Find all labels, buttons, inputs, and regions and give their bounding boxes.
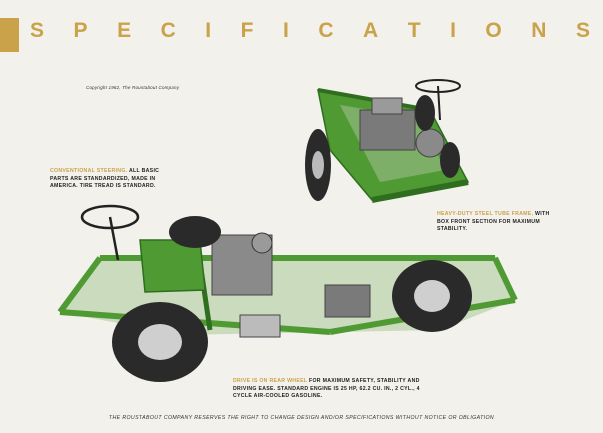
title-letter: C bbox=[160, 19, 176, 42]
page-title: S P E C I F I C A T I O N S bbox=[30, 18, 590, 44]
title-letter: P bbox=[73, 19, 88, 42]
caption-body: FOR MAXIMUM SAFETY, STABILITY AND DRIVIN… bbox=[233, 378, 420, 399]
title-letter: O bbox=[485, 19, 502, 42]
title-letter: E bbox=[117, 19, 132, 42]
caption-lead: DRIVE IS ON REAR WHEEL bbox=[233, 378, 308, 384]
copyright-notice: Copyright 1962, The Roustabout Company bbox=[86, 85, 180, 90]
caption-body: WITH BOX FRONT SECTION FOR MAXIMUM STABI… bbox=[437, 211, 550, 232]
title-letter: S bbox=[575, 19, 590, 42]
title-letter: C bbox=[318, 19, 334, 42]
chassis-small-view bbox=[305, 79, 470, 203]
title-letter: N bbox=[531, 19, 547, 42]
title-letter: I bbox=[450, 19, 456, 42]
gold-edge-tab bbox=[0, 18, 19, 52]
chassis-large-view bbox=[57, 204, 518, 382]
title-letter: I bbox=[282, 19, 289, 42]
title-letter: F bbox=[240, 19, 254, 42]
caption-steering: CONVENTIONAL STEERING. ALL BASIC PARTS A… bbox=[50, 168, 168, 191]
caption-lead: CONVENTIONAL STEERING. bbox=[50, 168, 128, 174]
title-letter: T bbox=[407, 19, 421, 42]
footer-disclaimer: THE ROUSTABOUT COMPANY RESERVES THE RIGH… bbox=[108, 415, 495, 421]
caption-drive: DRIVE IS ON REAR WHEEL FOR MAXIMUM SAFET… bbox=[233, 378, 433, 401]
caption-lead: HEAVY-DUTY STEEL TUBE FRAME, bbox=[437, 211, 534, 217]
title-letter: A bbox=[363, 19, 379, 42]
title-letter: I bbox=[205, 19, 212, 42]
title-letter: S bbox=[30, 19, 45, 42]
caption-body: ALL BASIC PARTS ARE STANDARDIZED, MADE I… bbox=[50, 168, 160, 189]
caption-frame: HEAVY-DUTY STEEL TUBE FRAME, WITH BOX FR… bbox=[437, 211, 553, 234]
